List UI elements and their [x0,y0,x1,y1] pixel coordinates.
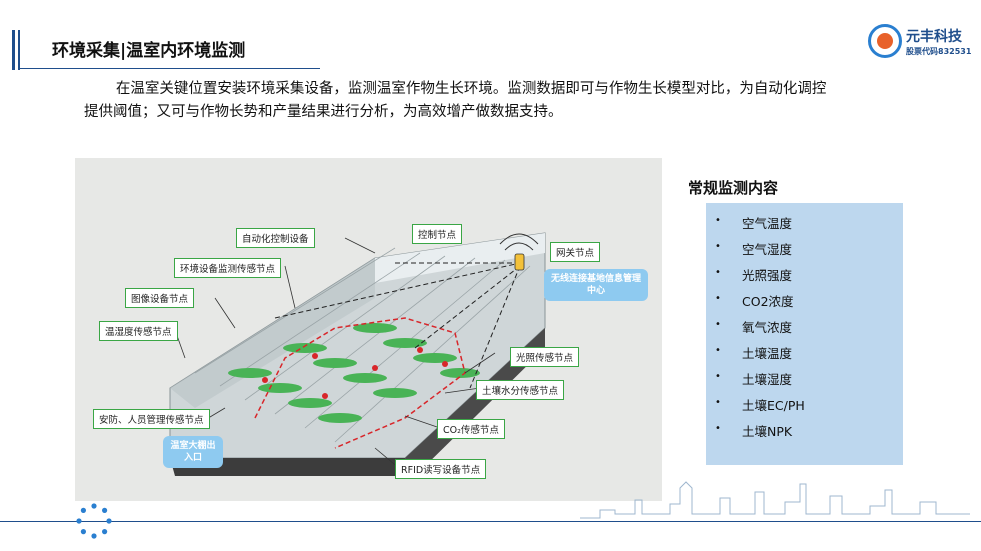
bullet-icon: • [715,345,721,356]
label-gateway-node: 网关节点 [550,242,601,262]
monitoring-list: •空气温度 •空气湿度 •光照强度 •CO2浓度 •氧气浓度 •土壤温度 •土壤… [706,203,903,465]
label-security-node: 安防、人员管理传感节点 [93,409,210,429]
label-rfid-node: RFID读写设备节点 [395,459,487,479]
bullet-icon: • [715,241,721,252]
label-env-monitor-node: 环境设备监测传感节点 [174,258,282,278]
list-item: •氧气浓度 [715,319,793,335]
info-center-tag: 无线连接基地信息管理中心 [544,269,648,301]
bullet-icon: • [715,293,721,304]
label-automation-device: 自动化控制设备 [236,228,315,248]
logo-mark-icon [868,24,902,58]
logo-name: 元丰科技 [906,29,962,45]
bullet-icon: • [715,423,721,434]
intro-paragraph: 在温室关键位置安装环境采集设备，监测温室作物生长环境。监测数据即可与作物生长模型… [84,81,827,120]
title-underline [20,68,320,69]
greenhouse-diagram: 自动化控制设备 控制节点 网关节点 环境设备监测传感节点 图像设备节点 温湿度传… [75,158,662,501]
stock-code: 股票代码832531 [906,47,972,56]
list-item: •光照强度 [715,267,793,283]
greenhouse-illustration [169,232,546,476]
list-item: •空气湿度 [715,241,793,257]
list-item: •土壤湿度 [715,371,793,387]
bullet-icon: • [715,215,721,226]
title-accent-bar [12,30,15,70]
bullet-icon: • [715,319,721,330]
bullet-icon: • [715,397,721,408]
list-item: •土壤温度 [715,345,793,361]
footer-line [0,521,981,522]
title-bar: 环境采集|温室内环境监测 [12,30,320,70]
label-co2-sensor-node: CO₂传感节点 [437,419,505,439]
monitoring-title: 常规监测内容 [688,179,779,197]
dot-ring-icon [76,503,112,539]
label-image-device-node: 图像设备节点 [125,288,195,308]
list-item: •CO2浓度 [715,293,794,309]
list-item: •土壤NPK [715,423,793,439]
label-soil-moisture-node: 土壤水分传感节点 [476,380,565,400]
entrance-tag: 温室大棚出入口 [163,436,223,468]
company-logo: 元丰科技 股票代码832531 [868,24,978,64]
list-item: •土壤EC/PH [715,397,805,413]
title-accent-bar-thin [18,30,20,70]
label-control-node: 控制节点 [412,224,463,244]
list-item: •空气温度 [715,215,793,231]
label-light-sensor-node: 光照传感节点 [510,347,580,367]
page-title: 环境采集|温室内环境监测 [52,41,246,61]
label-temp-humidity-node: 温湿度传感节点 [99,321,178,341]
bullet-icon: • [715,371,721,382]
bullet-icon: • [715,267,721,278]
city-skyline-icon [580,481,970,519]
